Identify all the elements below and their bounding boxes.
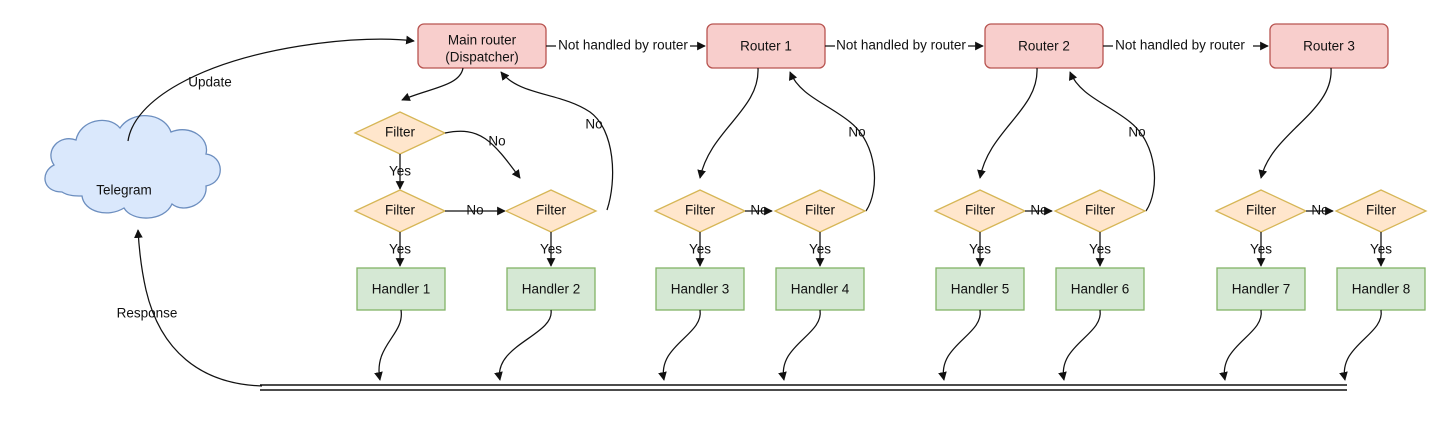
filter-9-label: Filter [1366, 203, 1397, 218]
edge-label-update: Update [188, 75, 232, 90]
router-2-label: Router 2 [1018, 39, 1070, 54]
router-1-label: Router 1 [740, 39, 792, 54]
filter-5[interactable]: Filter [773, 189, 867, 233]
router-main-label-line1: Main router [448, 33, 517, 48]
edge-label-not-handled-1: Not handled by router [558, 38, 688, 53]
filter-8-label: Filter [1246, 203, 1277, 218]
handler-7[interactable]: Handler 7 [1216, 267, 1306, 311]
filter-3[interactable]: Filter [504, 189, 598, 233]
edge-label-no-4: No [848, 125, 865, 140]
handler-4-label: Handler 4 [791, 282, 850, 297]
edge-f7-no-to-r2 [1068, 71, 1156, 212]
router-3-box [1269, 23, 1389, 69]
handler-3[interactable]: Handler 3 [655, 267, 745, 311]
router-2[interactable]: Router 2 [984, 23, 1104, 69]
cloud-shape [44, 115, 221, 219]
edge-h3-to-collector [658, 309, 701, 381]
edge-label-yes-5: Yes [809, 242, 831, 257]
edge-r3-to-f8 [1258, 67, 1332, 179]
filter-4[interactable]: Filter [653, 189, 747, 233]
handler-6[interactable]: Handler 6 [1055, 267, 1145, 311]
handler-1-box [356, 267, 446, 311]
edge-label-yes-3: Yes [540, 242, 562, 257]
handler-2-box [506, 267, 596, 311]
filter-2[interactable]: Filter [353, 189, 447, 233]
edge-f1-no [444, 130, 521, 179]
filter-8[interactable]: Filter [1214, 189, 1308, 233]
edge-response [134, 229, 263, 387]
filter-9[interactable]: Filter [1334, 189, 1428, 233]
filter-6-label: Filter [965, 203, 996, 218]
handler-6-label: Handler 6 [1071, 282, 1130, 297]
edge-label-no-8: No [1311, 203, 1328, 218]
filter-7[interactable]: Filter [1053, 189, 1147, 233]
handler-1-label: Handler 1 [372, 282, 431, 297]
router-3[interactable]: Router 3 [1269, 23, 1389, 69]
filter-1[interactable]: Filter [353, 111, 447, 155]
edge-label-not-handled-3: Not handled by router [1115, 38, 1245, 53]
handler-5[interactable]: Handler 5 [935, 267, 1025, 311]
router-1[interactable]: Router 1 [706, 23, 826, 69]
filter-3-label: Filter [536, 203, 567, 218]
handler-7-box [1216, 267, 1306, 311]
edge-h2-to-collector [494, 309, 552, 381]
edge-h8-to-collector [1339, 309, 1382, 381]
edge-r2-to-f6 [977, 67, 1038, 179]
edge-label-yes-4: Yes [689, 242, 711, 257]
edge-label-yes-1: Yes [389, 164, 411, 179]
filter-1-label: Filter [385, 125, 416, 140]
handler-2[interactable]: Handler 2 [506, 267, 596, 311]
edge-label-response: Response [117, 306, 178, 321]
edge-f3-no-to-main [500, 71, 614, 211]
handler-2-label: Handler 2 [522, 282, 581, 297]
edge-h4-to-collector [778, 309, 821, 381]
telegram-cloud-node[interactable]: Telegram [44, 115, 221, 219]
filter-2-label: Filter [385, 203, 416, 218]
handler-8[interactable]: Handler 8 [1336, 267, 1426, 311]
handler-8-label: Handler 8 [1352, 282, 1411, 297]
handler-4[interactable]: Handler 4 [775, 267, 865, 311]
handler-7-label: Handler 7 [1232, 282, 1291, 297]
edge-h1-to-collector [374, 309, 402, 381]
handler-1[interactable]: Handler 1 [356, 267, 446, 311]
handler-5-box [935, 267, 1025, 311]
edge-label-yes-9: Yes [1370, 242, 1392, 257]
edge-update [127, 35, 415, 142]
edge-main-to-f1 [401, 67, 464, 101]
edge-label-no-6: No [1128, 125, 1145, 140]
edge-label-yes-6: Yes [969, 242, 991, 257]
edge-f5-no-to-r1 [788, 71, 876, 212]
handler-8-box [1336, 267, 1426, 311]
handler-3-box [655, 267, 745, 311]
edge-h5-to-collector [938, 309, 981, 381]
filter-7-label: Filter [1085, 203, 1116, 218]
edge-label-yes-7: Yes [1089, 242, 1111, 257]
edge-h7-to-collector [1219, 309, 1262, 381]
edge-r1-to-f4 [697, 67, 759, 179]
handler-4-box [775, 267, 865, 311]
router-3-label: Router 3 [1303, 39, 1355, 54]
router-main-label-line2: (Dispatcher) [445, 50, 519, 65]
router-main[interactable]: Main router (Dispatcher) [417, 23, 547, 69]
filter-4-label: Filter [685, 203, 716, 218]
filter-6[interactable]: Filter [933, 189, 1027, 233]
handler-6-box [1055, 267, 1145, 311]
edge-label-no-7: No [1030, 203, 1047, 218]
edge-label-no-1: No [488, 134, 505, 149]
edge-h6-to-collector [1058, 309, 1101, 381]
edge-label-not-handled-2: Not handled by router [836, 38, 966, 53]
handler-3-label: Handler 3 [671, 282, 730, 297]
telegram-label: Telegram [96, 183, 152, 198]
edge-label-yes-8: Yes [1250, 242, 1272, 257]
edge-label-no-3: No [466, 203, 483, 218]
handler-5-label: Handler 5 [951, 282, 1010, 297]
edge-label-no-5: No [750, 203, 767, 218]
edge-label-yes-2: Yes [389, 242, 411, 257]
filter-5-label: Filter [805, 203, 836, 218]
edge-label-no-main-return: No [585, 117, 602, 132]
